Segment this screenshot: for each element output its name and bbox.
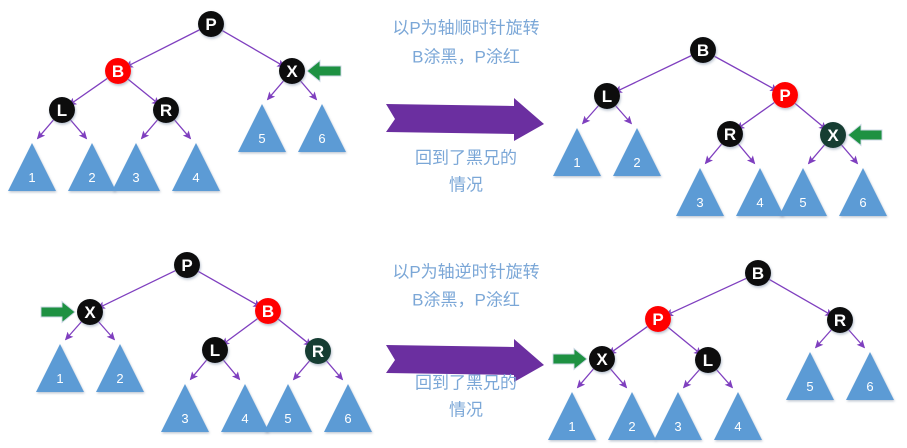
caption-result-line-2: 情况: [449, 401, 483, 420]
tree-node-b: B: [105, 58, 131, 84]
tree-node-b: B: [745, 260, 771, 286]
tree-node-r: R: [717, 121, 743, 147]
tree-edge: [615, 105, 633, 125]
caption-result-line-1: 回到了黑兄的: [415, 374, 517, 393]
transformation-arrow: [386, 98, 544, 141]
green-pointers-layer: [40, 59, 883, 371]
tree-edge: [140, 119, 159, 140]
tree-node-x: X: [589, 346, 615, 372]
tree-node-b: B: [255, 298, 281, 324]
tree-edge: [277, 318, 313, 347]
transformation-arrow: [386, 339, 544, 382]
tree-node-l: L: [49, 97, 75, 123]
tree-edge: [124, 29, 200, 68]
tree-edge: [682, 369, 700, 389]
tree-node-l: L: [202, 337, 228, 363]
tree-edge: [848, 329, 866, 349]
tree-node-x: X: [279, 58, 305, 84]
tree-node-r: R: [827, 307, 853, 333]
tree-node-p: P: [772, 82, 798, 108]
tree-edge: [737, 143, 756, 165]
tree-edge: [840, 144, 859, 165]
tree-edge: [221, 318, 258, 346]
tree-node-p: P: [174, 252, 200, 278]
green-pointer-arrow: [306, 59, 342, 83]
captions-layer: 以P为轴顺时针旋转B涂黑，P涂红回到了黑兄的情况以P为轴逆时针旋转B涂黑，P涂红…: [386, 19, 544, 420]
tree-node-p: P: [198, 11, 224, 37]
tree-edge: [736, 101, 775, 130]
tree-edge: [69, 119, 88, 140]
tree-edge: [36, 119, 55, 140]
tree-edge: [222, 359, 241, 381]
tree-edge: [608, 326, 648, 355]
green-pointer-arrow: [552, 347, 588, 371]
tree-node-r: R: [305, 338, 331, 364]
tree-edge: [299, 80, 318, 101]
tree-edge: [768, 278, 834, 317]
tree-edge: [127, 78, 161, 106]
tree-edge: [197, 270, 262, 308]
tree-edge: [716, 369, 734, 389]
caption-result-line-2: 情况: [449, 176, 483, 195]
caption-recolor-line: B涂黑，P涂红: [412, 291, 520, 310]
tree-node-x: X: [820, 122, 846, 148]
tree-edge: [714, 55, 779, 92]
tree-edge: [173, 119, 192, 140]
tree-edge: [98, 321, 116, 341]
green-pointer-arrow: [40, 300, 76, 324]
caption-recolor-line: B涂黑，P涂红: [412, 48, 520, 67]
tree-edge: [266, 80, 285, 101]
tree-edge: [64, 321, 82, 341]
tree-edge: [325, 360, 344, 381]
tree-edge: [794, 102, 828, 131]
tree-edge: [613, 55, 692, 93]
tree-edge: [292, 360, 311, 381]
tree-node-p: P: [645, 306, 671, 332]
tree-edge: [664, 277, 747, 317]
tree-edge: [609, 368, 628, 389]
tree-node-l: L: [594, 83, 620, 109]
tree-node-r: R: [153, 97, 179, 123]
tree-node-l: L: [695, 347, 721, 373]
tree-node-x: X: [77, 299, 103, 325]
tree-edge: [807, 144, 826, 165]
tree-edges-layer: [36, 29, 866, 389]
caption-rotation-line: 以P为轴顺时针旋转: [392, 19, 539, 38]
tree-edge: [581, 105, 599, 125]
tree-edge: [814, 329, 832, 349]
tree-edge: [68, 77, 108, 106]
tree-edge: [576, 368, 595, 389]
tree-edge: [221, 29, 286, 68]
tree-edge: [667, 326, 703, 356]
tree-node-b: B: [690, 37, 716, 63]
caption-rotation-line: 以P为轴逆时针旋转: [392, 263, 539, 282]
tree-edge: [96, 270, 176, 309]
tree-edge: [704, 143, 723, 165]
tree-edge: [189, 359, 208, 381]
green-pointer-arrow: [847, 123, 883, 147]
caption-result-line-1: 回到了黑兄的: [415, 149, 517, 168]
